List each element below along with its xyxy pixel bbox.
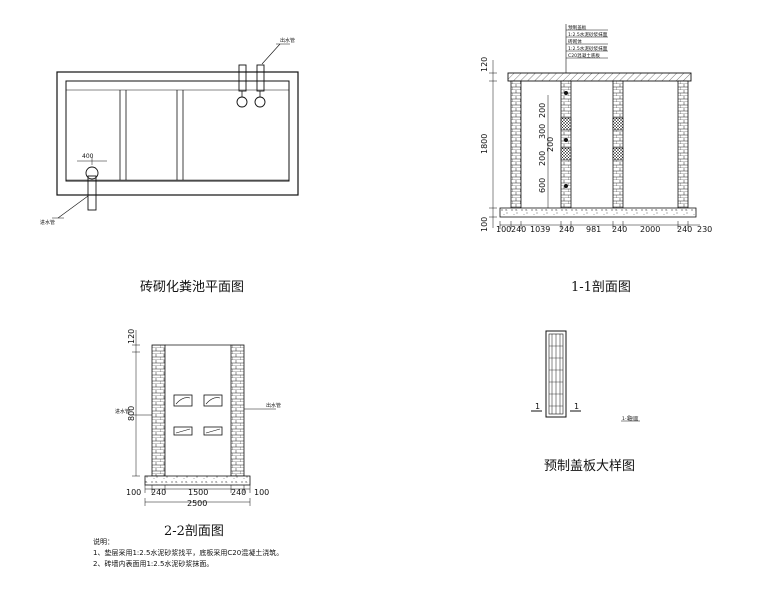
section-2-openings — [173, 394, 223, 436]
section-1-cover-slab — [507, 72, 692, 82]
dim-inner: 200 — [538, 103, 547, 118]
dim-bottom: 240 — [151, 488, 166, 497]
dim-800: 800 — [127, 406, 136, 421]
cover-section-mark-right: 1 — [574, 402, 579, 411]
title-plan: 砖砌化粪池平面图 — [140, 280, 245, 295]
section-1-left-wall — [510, 80, 522, 209]
section-2-right-wall — [230, 344, 245, 477]
section-1-base-slab — [499, 207, 697, 218]
inlet-label: 进水管 — [115, 408, 130, 415]
pipe-size-label: 400 — [82, 153, 94, 160]
section-1-1: 预制盖板 1:2.5水泥砂浆抹面 砖砌体 1:2.5水泥砂浆抹面 C20混凝土底… — [480, 24, 712, 234]
dim-bottom: 1500 — [188, 488, 208, 497]
dim-bottom: 240 — [559, 225, 574, 234]
plan-view: 400 进水管 出水管 — [40, 37, 299, 226]
cover-section-mark-left: 1 — [535, 402, 540, 411]
dim-bottom: 100 — [254, 488, 269, 497]
note-line: 1:2.5水泥砂浆抹面 — [568, 45, 608, 52]
dim-1800: 1800 — [480, 134, 489, 154]
note-line: C20混凝土底板 — [568, 52, 600, 59]
title-section-1-1: 1-1剖面图 — [571, 280, 631, 295]
dim-inner: 200 — [538, 151, 547, 166]
dim-total-width: 2500 — [187, 499, 207, 508]
section-1-note-block: 预制盖板 1:2.5水泥砂浆抹面 砖砌体 1:2.5水泥砂浆抹面 C20混凝土底… — [566, 24, 608, 59]
title-cover-detail: 预制盖板大样图 — [544, 459, 636, 474]
inlet-pipe: 400 进水管 — [40, 153, 107, 226]
outlet-label: 出水管 — [266, 402, 281, 409]
dim-bottom: 230 — [697, 225, 712, 234]
dim-bottom: 100 — [496, 225, 511, 234]
section-2-base-slab — [144, 475, 251, 486]
section-2-2: 120 800 进水管 出水管 100 240 1500 240 100 250… — [115, 329, 281, 508]
notes-line-1: 1、垫层采用1:2.5水泥砂浆找平，底板采用C20混凝土浇筑。 — [93, 549, 284, 557]
note-line: 预制盖板 — [568, 24, 587, 31]
dim-inner: 200 — [546, 137, 555, 152]
dim-bottom: 981 — [586, 225, 601, 234]
plan-outer-wall — [56, 71, 299, 196]
section-1-partition-a — [560, 80, 572, 209]
title-section-2-2: 2-2剖面图 — [164, 524, 224, 539]
inlet-label: 进水管 — [40, 219, 55, 226]
dim-bottom: 2000 — [640, 225, 660, 234]
dim-100: 100 — [480, 217, 489, 232]
cover-small-label: 1-1剖面 — [622, 415, 639, 422]
dim-120: 120 — [127, 329, 136, 344]
outlet-pipes: 出水管 — [236, 37, 295, 108]
outlet-label: 出水管 — [280, 37, 295, 44]
dim-bottom: 240 — [511, 225, 526, 234]
note-line: 砖砌体 — [568, 38, 582, 45]
section-1-partition-b — [612, 80, 624, 209]
dim-bottom: 240 — [231, 488, 246, 497]
note-line: 1:2.5水泥砂浆抹面 — [568, 31, 608, 38]
design-notes: 说明： 1、垫层采用1:2.5水泥砂浆找平，底板采用C20混凝土浇筑。 2、砖墙… — [93, 537, 283, 570]
dim-120: 120 — [480, 57, 489, 72]
dim-bottom: 100 — [126, 488, 141, 497]
cover-outline — [545, 330, 567, 418]
section-1-right-wall — [677, 80, 689, 209]
dim-inner: 300 — [538, 124, 547, 139]
plan-inner-wall — [65, 80, 290, 182]
notes-line-2: 2、砖墙内表面用1:2.5水泥砂浆抹面。 — [93, 560, 214, 568]
dim-bottom: 240 — [677, 225, 692, 234]
dim-inner: 600 — [538, 178, 547, 193]
section-2-left-wall — [151, 344, 166, 477]
dim-bottom: 240 — [612, 225, 627, 234]
cover-detail: 1 1 1-1剖面 — [531, 330, 640, 422]
notes-heading: 说明： — [93, 538, 114, 546]
dim-bottom: 1039 — [530, 225, 550, 234]
